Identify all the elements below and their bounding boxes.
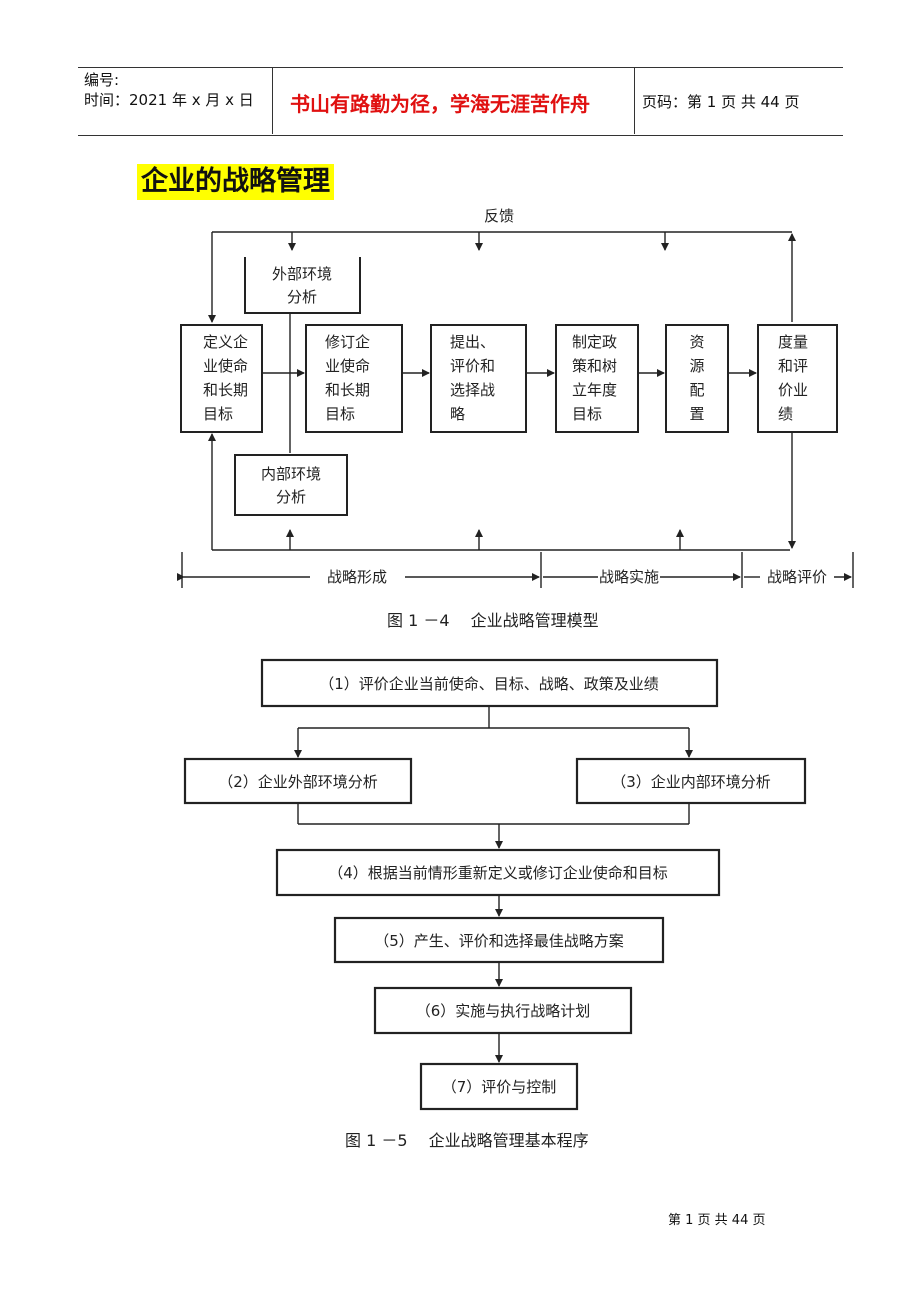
- box3-line-1: 提出、: [450, 333, 495, 351]
- step-2: （2）企业外部环境分析: [218, 773, 378, 791]
- step-3: （3）企业内部环境分析: [611, 773, 771, 791]
- feedback-label: 反馈: [484, 207, 514, 225]
- box4-line-4: 目标: [572, 405, 602, 423]
- box6-line-2: 和评: [778, 357, 808, 375]
- box2-line-3: 和长期: [325, 381, 370, 399]
- header-top-rule: [78, 67, 843, 68]
- page-info: 页码：第 1 页 共 44 页: [642, 93, 800, 111]
- figure-1-4-caption: 图 1 －4 企业战略管理模型: [387, 611, 599, 630]
- motto: 书山有路勤为径，学海无涯苦作舟: [290, 92, 590, 116]
- step-1: （1）评价企业当前使命、目标、战略、政策及业绩: [319, 675, 659, 693]
- box1-line-3: 和长期: [203, 381, 248, 399]
- box5-line-3: 配: [689, 381, 704, 399]
- box4-line-3: 立年度: [572, 381, 617, 399]
- box5-line-1: 资: [689, 333, 704, 351]
- box3-line-3: 选择战: [450, 381, 495, 399]
- figure-1-5-diagram: [183, 658, 807, 1111]
- figure-1-5-caption: 图 1 －5 企业战略管理基本程序: [345, 1131, 589, 1150]
- box2-line-2: 业使命: [325, 357, 370, 375]
- box2-line-4: 目标: [325, 405, 355, 423]
- box2-line-1: 修订企: [325, 333, 370, 351]
- serial-label: 编号:: [84, 71, 120, 89]
- ext-env-line-1: 外部环境: [272, 265, 332, 283]
- step-5: （5）产生、评价和选择最佳战略方案: [374, 932, 624, 950]
- step-6: （6）实施与执行战略计划: [416, 1002, 591, 1020]
- box5-line-4: 置: [689, 405, 704, 423]
- int-env-line-2: 分析: [276, 488, 306, 506]
- box6-line-3: 价业: [778, 381, 808, 399]
- box6-line-1: 度量: [778, 333, 808, 351]
- ext-env-line-2: 分析: [287, 288, 317, 306]
- phase-evaluation: 战略评价: [767, 568, 827, 586]
- header-divider-1: [272, 68, 273, 134]
- phase-formation: 战略形成: [327, 568, 387, 586]
- time-label: 时间：2021 年 x 月 x 日: [84, 91, 254, 109]
- box1-line-4: 目标: [203, 405, 233, 423]
- phase-implementation: 战略实施: [599, 568, 659, 586]
- box1-line-2: 业使命: [203, 357, 248, 375]
- box3-line-2: 评价和: [450, 357, 495, 375]
- header-divider-2: [634, 68, 635, 134]
- page-footer: 第 1 页 共 44 页: [668, 1213, 766, 1228]
- step-7: （7）评价与控制: [442, 1078, 557, 1096]
- box3-line-4: 略: [450, 405, 465, 423]
- box1-line-1: 定义企: [203, 333, 248, 351]
- box4-line-2: 策和树: [572, 357, 617, 375]
- header-bottom-rule: [78, 135, 843, 136]
- box5-line-2: 源: [689, 357, 704, 375]
- step-4: （4）根据当前情形重新定义或修订企业使命和目标: [328, 864, 668, 882]
- int-env-line-1: 内部环境: [261, 465, 321, 483]
- page-title: 企业的战略管理: [137, 164, 334, 200]
- box6-line-4: 绩: [778, 405, 793, 423]
- box4-line-1: 制定政: [572, 333, 617, 351]
- figure-1-4-diagram: [177, 231, 854, 588]
